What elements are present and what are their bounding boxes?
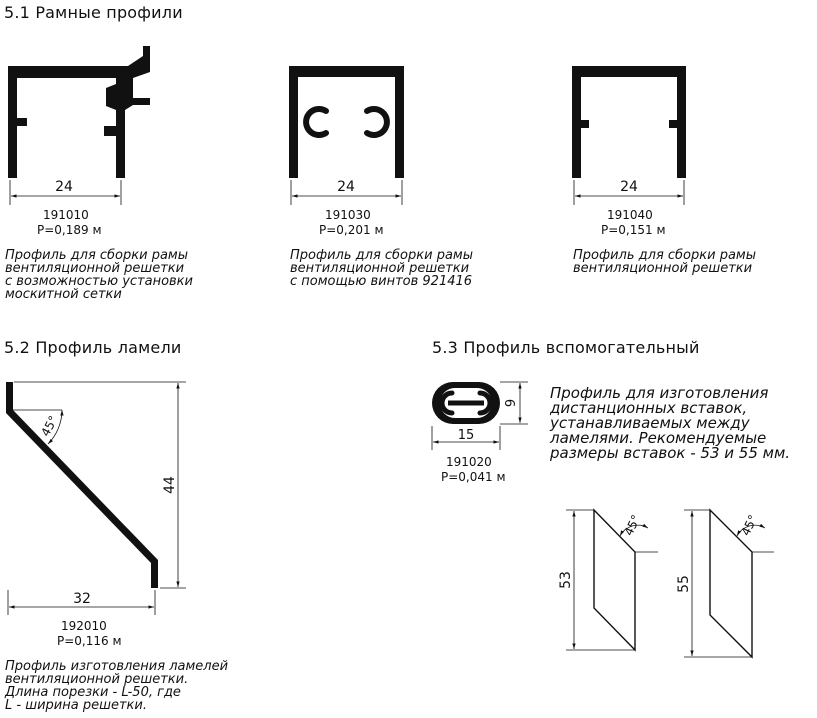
aux-191020-drawing [431,381,528,450]
profile-191040-drawing [572,66,686,205]
profile-191030-code: 191030 [325,208,371,222]
profile-191040-description: Профиль для сборки рамы вентиляционной р… [573,248,756,276]
profile-191030-dimension-label: 24 [337,179,355,195]
lamel-shape [6,382,158,588]
lamel-code: 192010 [61,619,107,633]
profile-191010-weight: P=0,189 м [37,223,102,237]
insert-55-height-label: 55 [676,575,692,593]
profile-191010-dimension-label: 24 [55,179,73,195]
profile-191040-shape [572,66,686,178]
lamel-angle-label: 45° [38,413,60,438]
profile-191010-drawing [8,46,150,205]
lamel-192010-drawing [6,381,186,615]
lamel-width-label: 32 [73,591,91,607]
insert-53-angle-label: 45° [622,513,644,538]
profile-191040-code: 191040 [607,208,653,222]
aux-description: Профиль для изготовления дистанционных в… [550,384,791,462]
profile-191010-code: 191010 [43,208,89,222]
lamel-angle-arc [47,409,64,445]
aux-code: 191020 [446,455,492,469]
aux-profile-channel-right [477,390,493,416]
insert-55-angle-arc [736,523,766,537]
insert-55-angle-label: 45° [739,513,761,538]
profile-191010-shape [8,46,150,178]
profile-191030-screw-channel-right [364,106,390,138]
insert-53-angle-arc [619,523,649,537]
section-title-aux: 5.3 Профиль вспомогательный [432,338,700,357]
profile-191010-description: Профиль для сборки рамы вентиляционной р… [5,248,193,302]
insert-53-drawing [566,508,658,652]
profile-191030-screw-channel-left [303,106,329,138]
insert-53-height-label: 53 [558,571,574,589]
profile-191040-weight: P=0,151 м [601,223,666,237]
insert-55-drawing [684,508,774,659]
section-title-frame: 5.1 Рамные профили [4,3,183,22]
aux-width-label: 15 [458,428,475,443]
section-title-lamel: 5.2 Профиль ламели [4,338,182,357]
lamel-height-label: 44 [162,476,178,494]
profile-191040-dimension-label: 24 [620,179,638,195]
lamel-description: Профиль изготовления ламелей вентиляцион… [5,659,229,713]
aux-weight: P=0,041 м [441,470,506,484]
profile-191030-weight: P=0,201 м [319,223,384,237]
aux-height-label: 9 [504,399,519,407]
lamel-weight: P=0,116 м [57,634,122,648]
aux-profile-channel-left [439,390,455,416]
profile-191030-description: Профиль для сборки рамы вентиляционной р… [290,248,473,289]
profile-191030-drawing [289,66,404,205]
